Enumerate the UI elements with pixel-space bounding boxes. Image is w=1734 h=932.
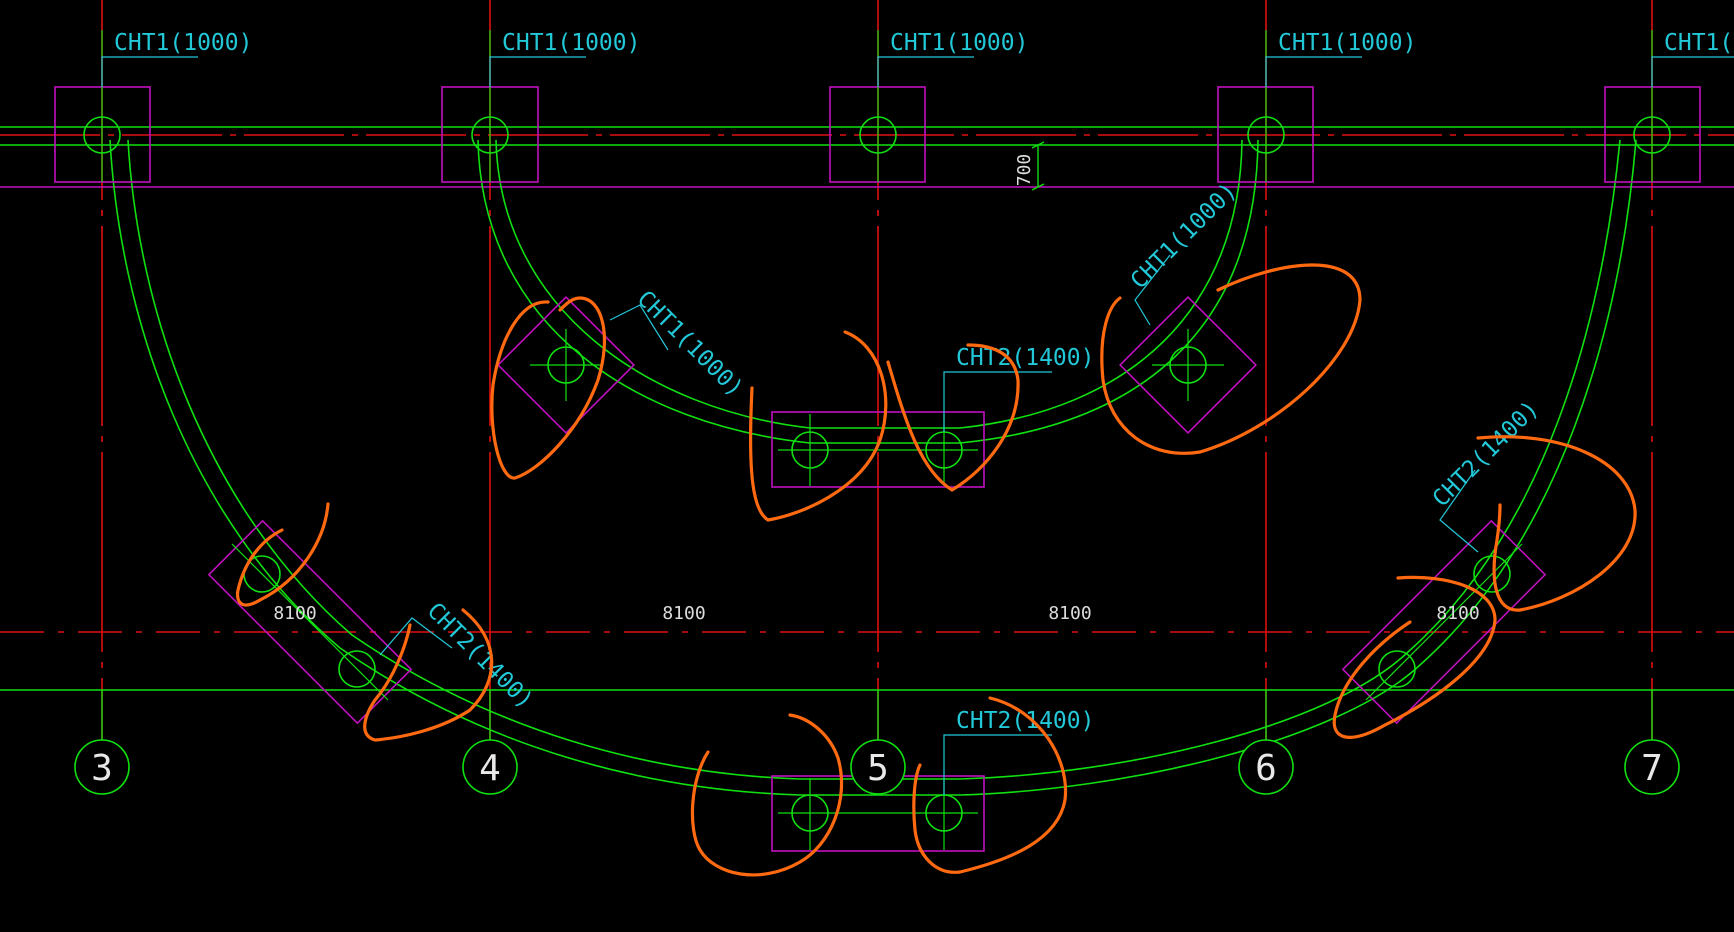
axis-bubbles: 3 4 5 6 7 — [74, 690, 1680, 795]
inner-curved-beam-inner — [495, 139, 1243, 429]
cap-label: CHT1(10 — [1664, 30, 1734, 56]
markup-ellipse-lower-right-b — [1476, 435, 1637, 612]
cap-label: CHT1(1000) — [632, 286, 748, 402]
span-dimension-4-5: 8100 — [662, 603, 705, 624]
outer-curved-beam-inner — [127, 139, 1621, 780]
pile-cap-top-7[interactable]: CHT1(10 — [1604, 30, 1734, 183]
span-dimension-6-7: 8100 — [1436, 603, 1479, 624]
pile-cap-top-4[interactable]: CHT1(1000) — [441, 30, 640, 183]
pile-cap-upper-right[interactable]: CHT1(1000) — [1118, 178, 1258, 435]
span-dimension-3-4: 8100 — [273, 603, 316, 624]
top-pile-caps: CHT1(1000) CHT1(1000) CHT1(1000) CHT1(10… — [54, 30, 1734, 183]
pile-cap-lower-right[interactable]: CHT2(1400) — [1341, 396, 1547, 725]
grid-axes — [0, 0, 1734, 740]
pile-cap-lower-left[interactable]: CHT2(1400) — [207, 519, 538, 725]
markup-ellipse-lower-right-a — [1332, 575, 1497, 739]
cap-label: CHT2(1400) — [1428, 396, 1544, 512]
markup-arc-upper-mid-left — [748, 330, 888, 522]
cap-label: CHT1(1000) — [890, 30, 1028, 56]
outer-curved-beam-outer — [109, 139, 1637, 796]
axis-bubble-4[interactable]: 4 — [462, 690, 518, 795]
pile-cap-top-3[interactable]: CHT1(1000) — [54, 30, 252, 183]
cap-label: CHT1(1000) — [502, 30, 640, 56]
cap-label: CHT2(1400) — [956, 345, 1094, 371]
markup-arc-lower-left-a — [235, 502, 330, 607]
axis-label: 3 — [91, 748, 113, 789]
axis-bubble-7[interactable]: 7 — [1624, 690, 1680, 795]
cap-label: CHT1(1000) — [1278, 30, 1416, 56]
dimension-tick — [1031, 183, 1045, 191]
markup-ellipse-upper-left — [490, 296, 606, 480]
span-dimensions: 8100 8100 8100 8100 — [273, 603, 1479, 624]
pile-cap-lower-mid[interactable]: CHT2(1400) — [771, 708, 1094, 852]
axis-bubble-6[interactable]: 6 — [1238, 690, 1294, 795]
cap-label: CHT1(1000) — [114, 30, 252, 56]
review-markup — [235, 263, 1637, 877]
axis-label: 5 — [867, 748, 889, 789]
cap-label: CHT2(1400) — [956, 708, 1094, 734]
axis-bubble-3[interactable]: 3 — [74, 690, 130, 795]
pile-cap-top-5[interactable]: CHT1(1000) — [829, 30, 1028, 183]
markup-arc-upper-mid-right — [886, 343, 1020, 492]
pile-cap-upper-mid[interactable]: CHT2(1400) — [771, 345, 1094, 488]
axis-bubble-5[interactable]: 5 — [850, 690, 906, 795]
cap-label: CHT1(1000) — [1126, 178, 1242, 294]
markup-arc-lower-mid-left — [690, 713, 844, 877]
markup-arc-lower-mid-right — [912, 696, 1068, 874]
markup-ellipse-upper-right — [1100, 263, 1362, 455]
axis-label: 4 — [479, 748, 501, 789]
reference-line: 700 — [0, 141, 1734, 191]
dimension-text-700: 700 — [1014, 154, 1035, 187]
pile-cap-top-6[interactable]: CHT1(1000) — [1217, 30, 1416, 183]
axis-label: 7 — [1641, 748, 1663, 789]
markup-arc-lower-left-b — [363, 608, 494, 742]
axis-label: 6 — [1255, 748, 1277, 789]
span-dimension-5-6: 8100 — [1048, 603, 1091, 624]
